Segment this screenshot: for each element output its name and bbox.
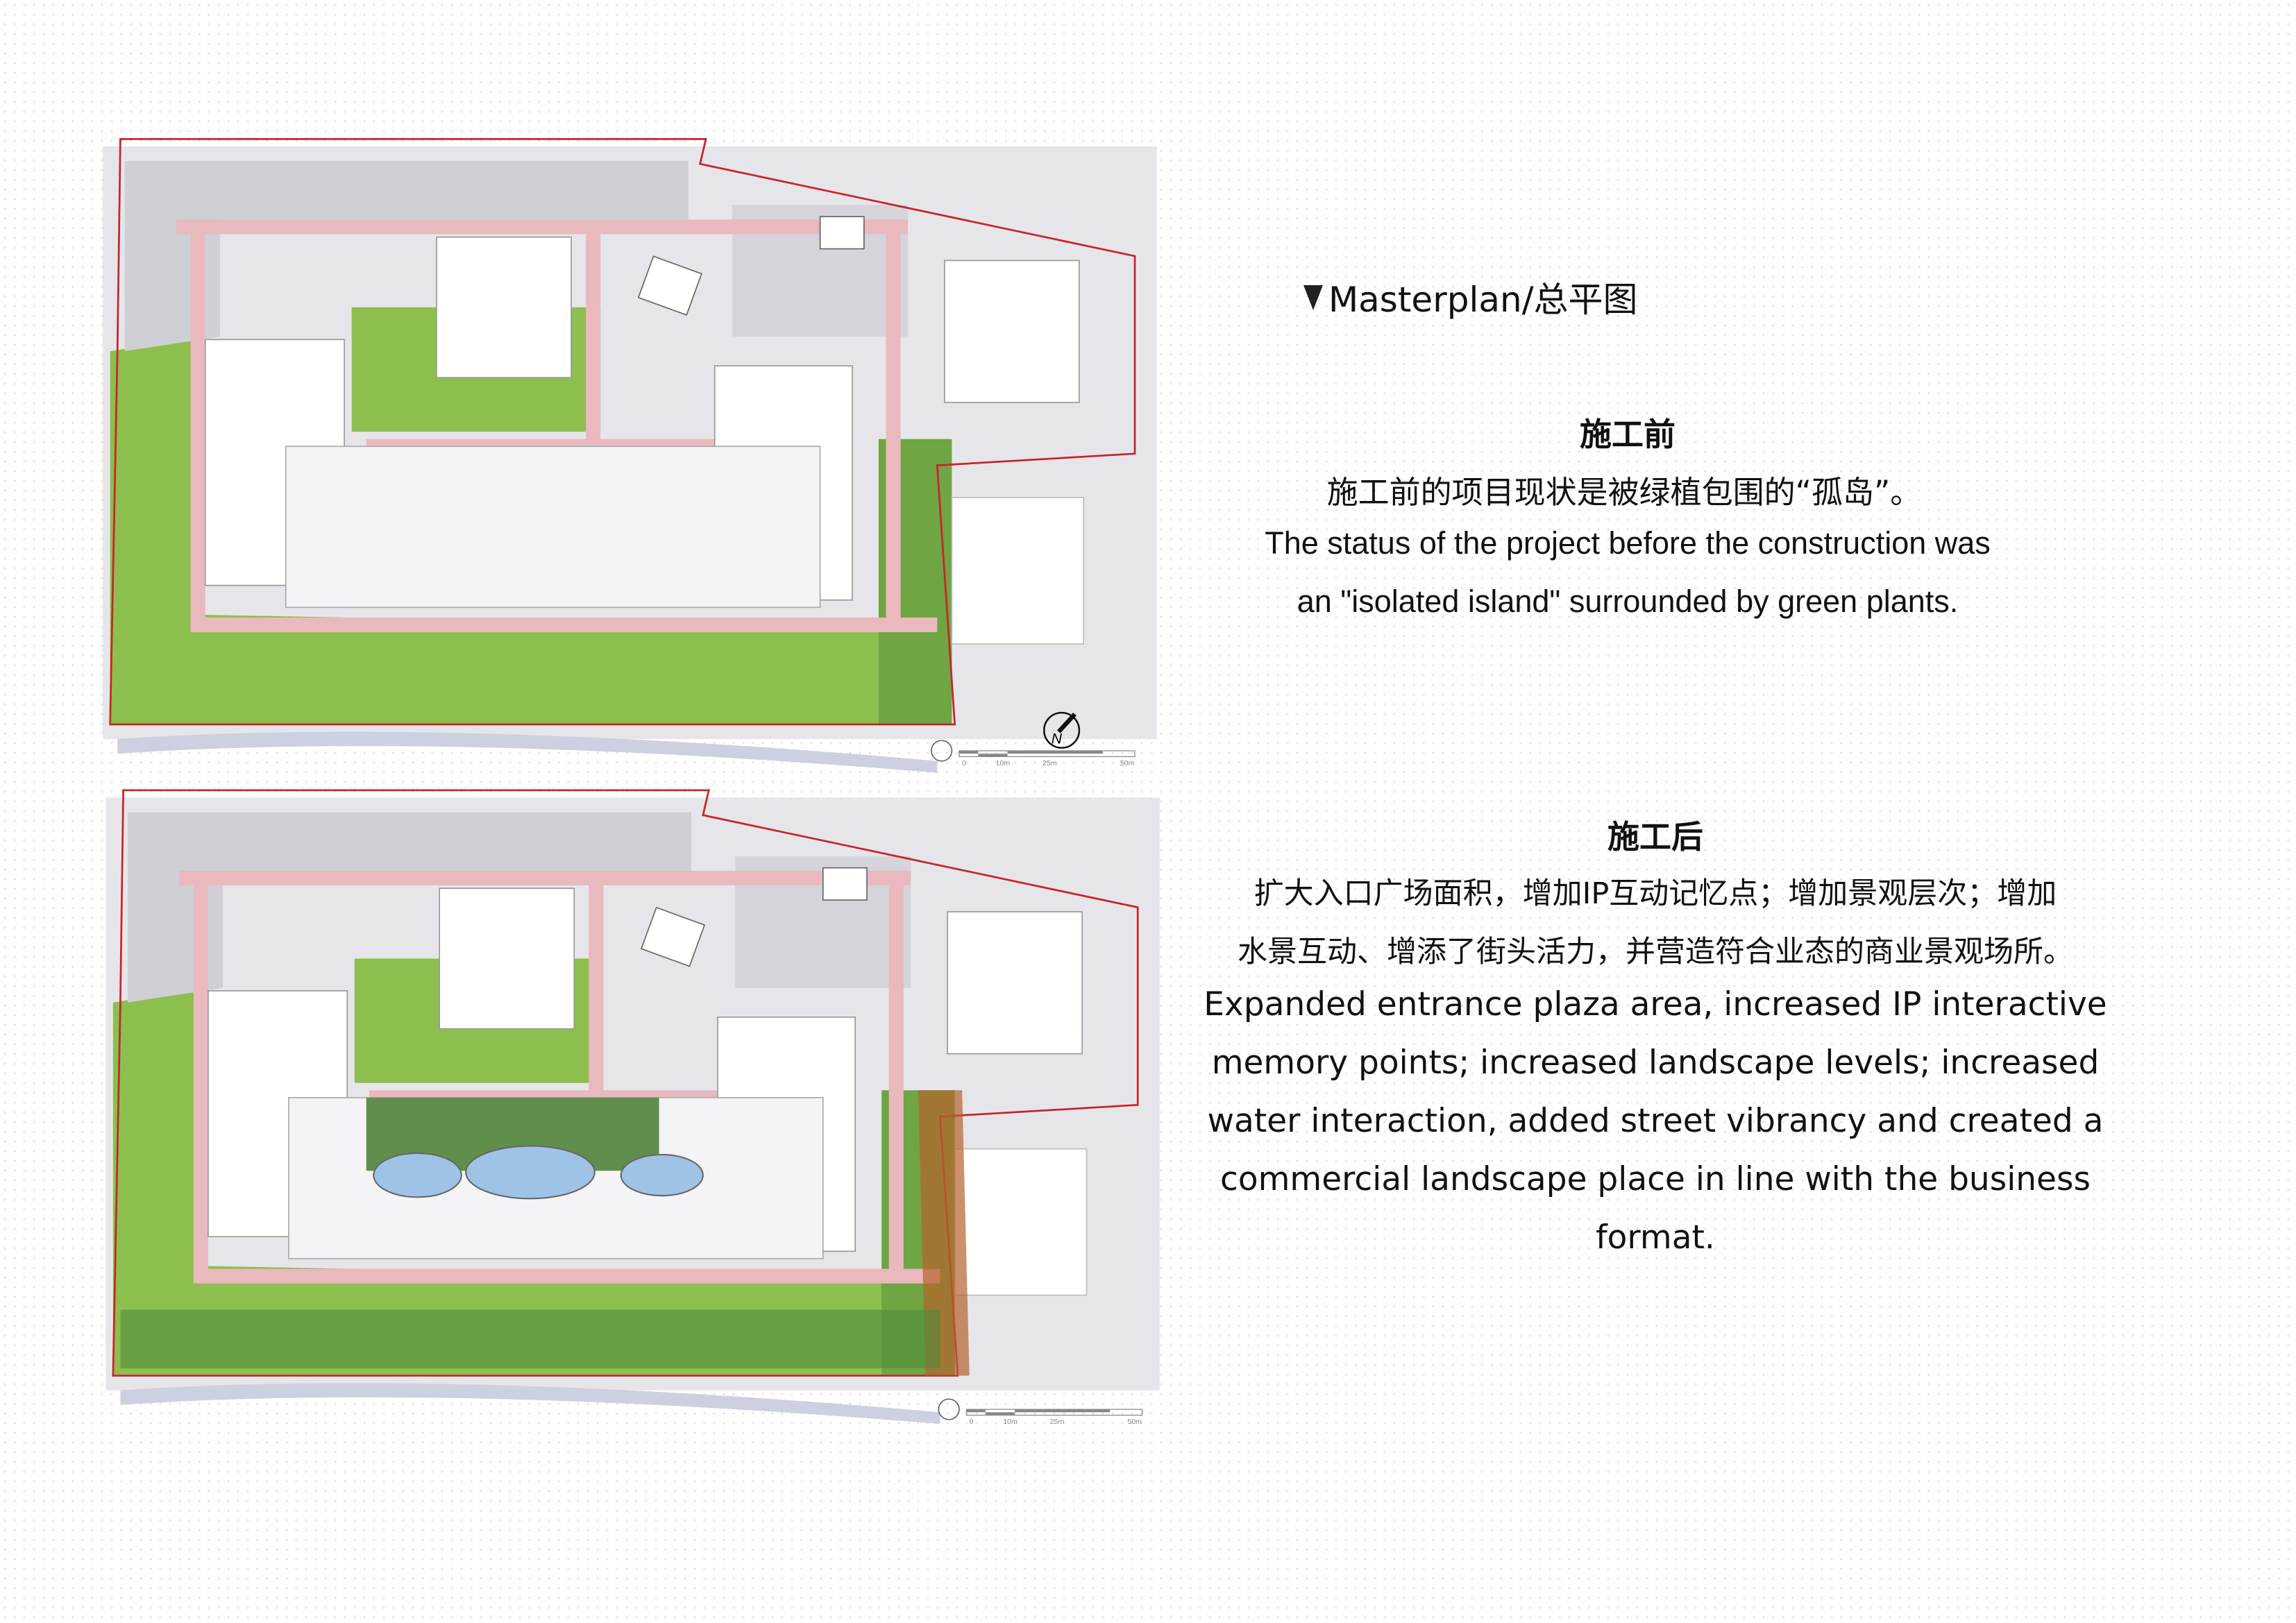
- north-label: N: [1052, 731, 1063, 747]
- north-arrow: N: [1043, 711, 1081, 749]
- after-text-cn: 水景互动、增添了街头活力，并营造符合业态的商业景观场所。: [1238, 935, 2073, 969]
- after-text-cn: 扩大入口广场面积，增加IP互动记忆点；增加景观层次；增加: [1253, 876, 2057, 911]
- scale-label: 25m: [1050, 1418, 1065, 1426]
- water-feature: [373, 1152, 462, 1198]
- after-plan: [104, 789, 1161, 1425]
- before-plan: [101, 137, 1158, 774]
- after-text-en: water interaction, added street vibrancy…: [1207, 1102, 2104, 1140]
- after-text-en: commercial landscape place in line with …: [1220, 1160, 2091, 1198]
- before-text-en: The status of the project before the con…: [1265, 525, 1991, 561]
- before-heading: 施工前: [1580, 416, 1675, 453]
- after-text-en: memory points; increased landscape level…: [1211, 1044, 2100, 1082]
- section-title-text: Masterplan/总平图: [1328, 280, 1638, 320]
- scale-bar-after: 0 10m 25m 50m: [938, 1398, 1143, 1426]
- before-text-en: an "isolated island" surrounded by green…: [1297, 584, 1959, 619]
- scale-label: 10m: [1003, 1418, 1018, 1426]
- scale-label: 0: [962, 759, 966, 767]
- scale-bar: 0 10m 25m 50m: [931, 740, 1136, 767]
- after-heading: 施工后: [1607, 818, 1703, 856]
- scale-label: 50m: [1120, 759, 1135, 767]
- triangle-marker-icon: [1303, 285, 1323, 310]
- scale-label: 0: [970, 1418, 974, 1426]
- water-feature: [465, 1145, 596, 1200]
- scale-label: 10m: [996, 759, 1011, 767]
- planting-belt: [918, 1090, 970, 1376]
- section-title: Masterplan/总平图: [1303, 272, 1638, 322]
- scale-label: 50m: [1127, 1418, 1142, 1426]
- before-text-cn: 施工前的项目现状是被绿植包围的“孤岛”。: [1326, 474, 1922, 511]
- after-text-en: format.: [1596, 1218, 1715, 1257]
- layered-planting: [120, 1309, 940, 1369]
- after-text-en: Expanded entrance plaza area, increased …: [1204, 985, 2107, 1023]
- water-feature: [620, 1154, 704, 1197]
- scale-label: 25m: [1043, 759, 1057, 767]
